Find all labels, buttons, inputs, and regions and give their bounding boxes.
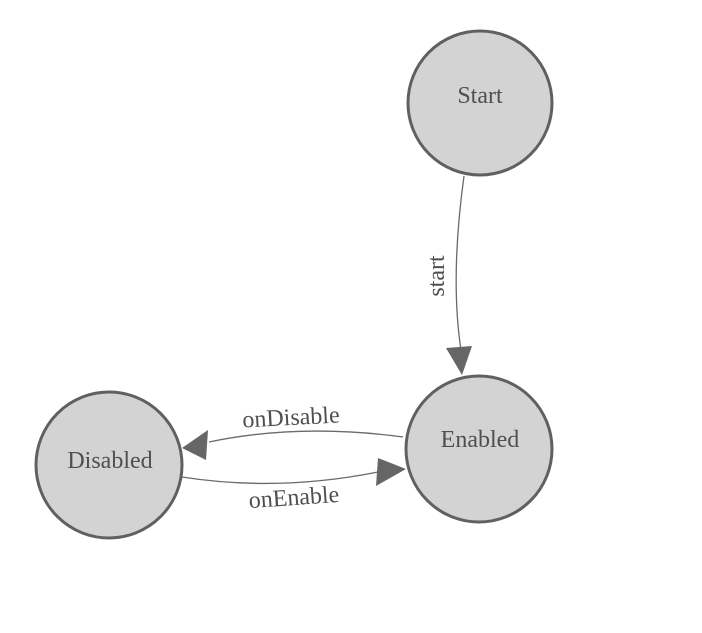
edge-label-ondisable: onDisable xyxy=(242,402,341,433)
disabled-node-label: Disabled xyxy=(67,448,152,474)
disabled-node-circle[interactable] xyxy=(34,390,184,540)
start-node-label: Start xyxy=(457,83,503,109)
edge-label-start: start xyxy=(424,255,450,297)
edge-line-start-to-enabled xyxy=(455,175,465,351)
state-node-enabled[interactable]: Enabled xyxy=(404,374,554,524)
edge-enabled-to-disabled: onDisable xyxy=(182,402,404,460)
edge-disabled-to-enabled: onEnable xyxy=(181,458,406,514)
arrowhead-start-to-enabled xyxy=(446,346,472,375)
edge-label-onenable: onEnable xyxy=(248,482,340,514)
enabled-node-circle[interactable] xyxy=(404,374,554,524)
start-node-circle[interactable] xyxy=(406,29,554,177)
edge-start-to-enabled: start xyxy=(424,175,472,375)
edge-line-disabled-to-enabled xyxy=(181,471,379,485)
state-node-disabled[interactable]: Disabled xyxy=(34,390,184,540)
state-node-start[interactable]: Start xyxy=(406,29,554,177)
arrowhead-enabled-to-disabled xyxy=(182,430,208,460)
edge-line-enabled-to-disabled xyxy=(208,430,404,443)
enabled-node-label: Enabled xyxy=(441,427,520,453)
arrowhead-disabled-to-enabled xyxy=(376,458,406,486)
